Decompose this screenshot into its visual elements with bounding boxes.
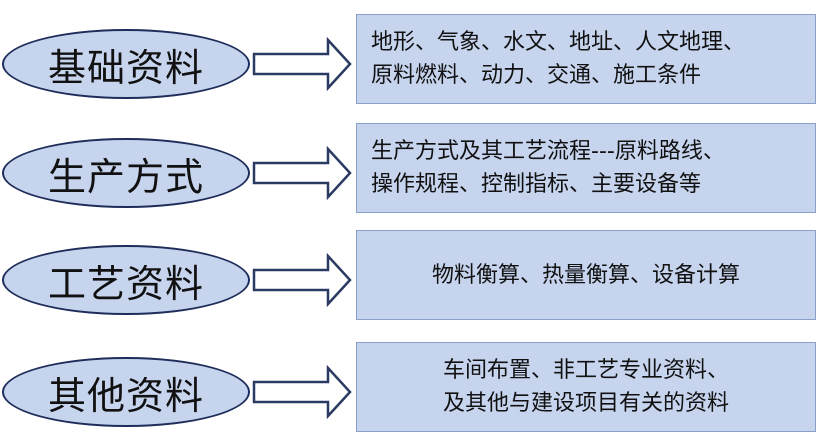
details-box: 物料衡算、热量衡算、设备计算 bbox=[356, 230, 816, 320]
row-basic-data: 基础资料 地形、气象、水文、地址、人文地理、 原料燃料、动力、交通、施工条件 bbox=[0, 14, 825, 114]
details-box: 生产方式及其工艺流程---原料路线、 操作规程、控制指标、主要设备等 bbox=[356, 123, 816, 213]
details-line: 原料燃料、动力、交通、施工条件 bbox=[371, 63, 702, 88]
details-line: 操作规程、控制指标、主要设备等 bbox=[371, 172, 702, 197]
row-process-data: 工艺资料 物料衡算、热量衡算、设备计算 bbox=[0, 230, 825, 330]
category-ellipse: 基础资料 bbox=[2, 29, 250, 99]
category-ellipse: 其他资料 bbox=[2, 357, 250, 427]
details-line: 物料衡算、热量衡算、设备计算 bbox=[431, 262, 740, 288]
details-box: 车间布置、非工艺专业资料、 及其他与建设项目有关的资料 bbox=[356, 342, 816, 432]
category-ellipse: 工艺资料 bbox=[2, 245, 250, 315]
details-box: 地形、气象、水文、地址、人文地理、 原料燃料、动力、交通、施工条件 bbox=[356, 14, 816, 104]
details-line: 地形、气象、水文、地址、人文地理、 bbox=[371, 30, 746, 55]
right-arrow-icon bbox=[252, 145, 352, 201]
right-arrow-icon bbox=[252, 364, 352, 420]
row-production-method: 生产方式 生产方式及其工艺流程---原料路线、 操作规程、控制指标、主要设备等 bbox=[0, 123, 825, 223]
right-arrow-icon bbox=[252, 36, 352, 92]
details-line: 及其他与建设项目有关的资料 bbox=[442, 391, 729, 416]
category-label: 生产方式 bbox=[47, 154, 204, 199]
category-label: 其他资料 bbox=[47, 373, 204, 418]
category-label: 基础资料 bbox=[47, 45, 204, 90]
category-ellipse: 生产方式 bbox=[2, 138, 250, 208]
details-line: 生产方式及其工艺流程---原料路线、 bbox=[371, 139, 725, 164]
details-line: 车间布置、非工艺专业资料、 bbox=[442, 358, 729, 383]
category-label: 工艺资料 bbox=[47, 261, 204, 306]
row-other-data: 其他资料 车间布置、非工艺专业资料、 及其他与建设项目有关的资料 bbox=[0, 342, 825, 442]
right-arrow-icon bbox=[252, 252, 352, 308]
